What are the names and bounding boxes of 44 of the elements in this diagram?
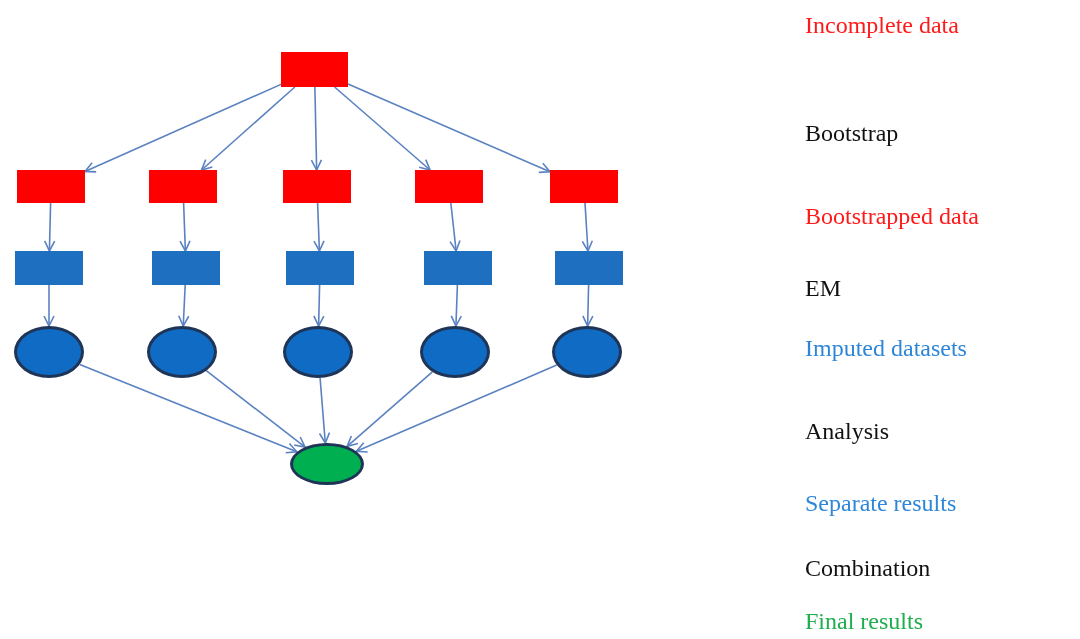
arrow (582, 284, 594, 327)
arrow (200, 86, 296, 171)
arrow (84, 83, 282, 173)
dataset-circle (14, 326, 84, 378)
stage-label: Final results (805, 608, 923, 635)
data-box (17, 170, 85, 203)
data-box (555, 251, 623, 285)
stage-label: Incomplete data (805, 12, 959, 39)
data-box (286, 251, 354, 285)
data-box (281, 52, 348, 87)
arrow (346, 371, 434, 448)
arrow (450, 284, 463, 327)
data-box (152, 251, 220, 285)
arrow (347, 83, 551, 174)
data-box (424, 251, 492, 285)
dataset-circle (147, 326, 217, 378)
arrow (179, 202, 191, 252)
arrow (43, 284, 55, 327)
arrow (177, 284, 190, 327)
data-box (149, 170, 217, 203)
dataset-circle (552, 326, 622, 378)
data-box (283, 170, 351, 203)
arrow (310, 86, 323, 171)
data-box (15, 251, 83, 285)
stage-label: Analysis (805, 418, 889, 445)
arrow (355, 364, 558, 453)
stage-label: Bootstrapped data (805, 203, 979, 230)
arrow (43, 202, 56, 252)
arrow (313, 284, 325, 327)
arrow (449, 202, 461, 252)
arrow (581, 202, 594, 252)
stage-label: Bootstrap (805, 120, 899, 147)
data-box (550, 170, 618, 203)
stage-label: Separate results (805, 490, 957, 517)
data-box (415, 170, 483, 203)
arrow (205, 369, 306, 448)
arrow (78, 363, 298, 454)
arrow (318, 377, 331, 444)
stage-label: EM (805, 275, 841, 302)
dataset-circle (290, 443, 364, 485)
stage-label: Combination (805, 555, 931, 582)
arrow (313, 202, 325, 252)
arrow (333, 86, 431, 171)
stage-label: Imputed datasets (805, 335, 967, 362)
